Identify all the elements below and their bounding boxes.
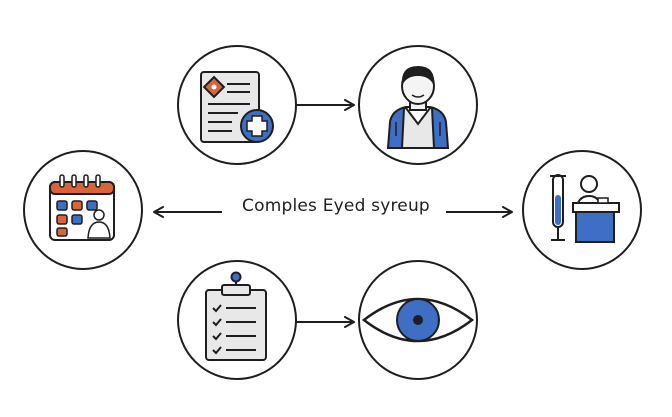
calendar-patient-icon <box>49 174 115 241</box>
node-lab-test <box>522 150 642 270</box>
node-calendar-appointment <box>23 150 143 270</box>
node-checklist <box>177 260 297 380</box>
node-doctor <box>358 45 478 165</box>
clipboard-checklist-icon <box>205 271 267 361</box>
medical-document-icon <box>200 71 274 143</box>
doctor-icon <box>386 66 450 149</box>
node-medical-record <box>177 45 297 165</box>
eye-icon <box>361 297 475 343</box>
center-label: Comples Eyed syreup <box>242 196 430 216</box>
node-eye <box>358 260 478 380</box>
test-tube-lab-icon <box>550 174 620 243</box>
